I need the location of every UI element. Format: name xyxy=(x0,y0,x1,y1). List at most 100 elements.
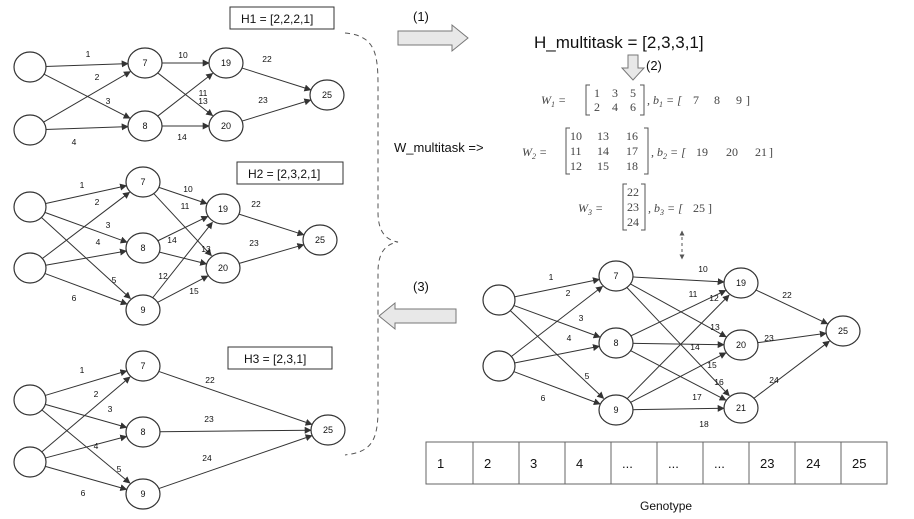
edge-weight-label: 22 xyxy=(782,290,792,300)
genotype-cell xyxy=(702,441,750,485)
genotype-cell-value: 25 xyxy=(852,456,866,471)
edge-i1-a xyxy=(44,369,128,397)
node-label: 19 xyxy=(218,204,228,214)
node-label: 21 xyxy=(736,403,746,413)
node-label: 7 xyxy=(140,361,145,371)
edge-weight-label: 10 xyxy=(698,264,708,274)
input-node xyxy=(482,284,516,316)
input-node xyxy=(13,191,47,223)
edge-weight-label: 2 xyxy=(95,197,100,207)
edge-weight-label: 6 xyxy=(81,488,86,498)
edge-weight-label: 14 xyxy=(167,235,177,245)
edge-weight-label: 22 xyxy=(262,54,272,64)
edge-i1-b xyxy=(512,304,601,339)
edge-e-f xyxy=(631,404,725,412)
genotype-cell xyxy=(656,441,704,485)
b1-close: ] xyxy=(746,93,750,107)
edge-c-o xyxy=(238,213,305,237)
edge-b-d xyxy=(158,251,208,266)
edge-weight-label: 14 xyxy=(177,132,187,142)
node-label: 25 xyxy=(323,425,333,435)
edge-b-o xyxy=(158,426,312,434)
w2-r0c0: 10 xyxy=(570,129,582,143)
neuron-node xyxy=(723,329,759,361)
node-label: 7 xyxy=(142,58,147,68)
edge-a-c xyxy=(158,186,208,205)
edge-a-d xyxy=(153,193,212,257)
h2-label-box: H2 = [2,3,2,1] xyxy=(236,161,344,185)
edge-i1-a xyxy=(513,277,600,298)
neuron-node xyxy=(205,252,241,284)
edge-i1-e xyxy=(40,216,131,299)
neuron-node xyxy=(205,193,241,225)
w3-bracket-right xyxy=(641,183,646,231)
edge-weight-label: 10 xyxy=(183,184,193,194)
w2-r0c1: 13 xyxy=(597,129,609,143)
neuron-node xyxy=(127,110,163,142)
node-label: 25 xyxy=(838,326,848,336)
w2-r2c1: 15 xyxy=(597,159,609,173)
edge-weight-label: 23 xyxy=(204,414,214,424)
edge-weight-label: 14 xyxy=(690,342,700,352)
edge-weight-label: 5 xyxy=(117,464,122,474)
w1-r0c2: 5 xyxy=(630,86,636,100)
w2-bracket-left xyxy=(565,127,570,175)
genotype-cell xyxy=(472,441,520,485)
w3-r1: 23 xyxy=(627,200,639,214)
genotype-cell xyxy=(610,441,658,485)
w2-r1c2: 17 xyxy=(626,144,638,158)
edge-weight-label: 13 xyxy=(201,244,211,254)
input-node xyxy=(13,384,47,416)
edge-weight-label: 3 xyxy=(106,96,111,106)
w1-r1c1: 4 xyxy=(612,100,618,114)
b2-v1: 20 xyxy=(726,145,738,159)
step1-label: (1) xyxy=(413,9,429,24)
edge-i1-e xyxy=(41,409,131,484)
edge-c-o xyxy=(241,67,312,92)
edge-weight-label: 5 xyxy=(585,371,590,381)
edge-weight-label: 22 xyxy=(251,199,261,209)
edge-weight-label: 4 xyxy=(567,333,572,343)
edge-b-c xyxy=(630,289,727,337)
genotype-cell xyxy=(748,441,796,485)
edge-weight-label: 23 xyxy=(249,238,259,248)
edge-a-d xyxy=(157,72,214,117)
edge-i1-a xyxy=(44,183,128,205)
b3-close: ] xyxy=(708,201,712,215)
edge-i1-b xyxy=(43,73,131,119)
neuron-node xyxy=(125,166,161,198)
step3-label: (3) xyxy=(413,279,429,294)
edge-a-o xyxy=(157,370,313,426)
edge-i2-a xyxy=(41,376,131,453)
neuron-node xyxy=(723,267,759,299)
edge-weight-label: 2 xyxy=(566,288,571,298)
edge-e-c xyxy=(152,221,213,298)
w1-bracket-right xyxy=(640,84,645,116)
node-label: 8 xyxy=(140,243,145,253)
edge-i1-b xyxy=(43,211,128,244)
w3-symbol: W3 = xyxy=(578,201,603,217)
genotype-cell-value: ... xyxy=(668,456,679,471)
b2-v2: 21 xyxy=(755,145,767,159)
node-label: 8 xyxy=(613,338,618,348)
edge-i1-a xyxy=(44,60,129,68)
neuron-node xyxy=(723,392,759,424)
b3-v0: 25 xyxy=(693,201,705,215)
neuron-node xyxy=(309,79,345,111)
node-label: 25 xyxy=(315,235,325,245)
edge-weight-label: 3 xyxy=(579,313,584,323)
edge-weight-label: 6 xyxy=(72,293,77,303)
edge-weight-label: 4 xyxy=(96,237,101,247)
w3-r0: 22 xyxy=(627,185,639,199)
input-node xyxy=(13,446,47,478)
w2-r1c0: 11 xyxy=(570,144,582,158)
w1-bracket-left xyxy=(585,84,590,116)
edge-weight-label: 1 xyxy=(80,180,85,190)
edge-weight-label: 1 xyxy=(80,365,85,375)
w1-r1c2: 6 xyxy=(630,100,636,114)
b1-symbol: , b1 = [ xyxy=(647,93,683,109)
step2-label: (2) xyxy=(646,58,662,73)
